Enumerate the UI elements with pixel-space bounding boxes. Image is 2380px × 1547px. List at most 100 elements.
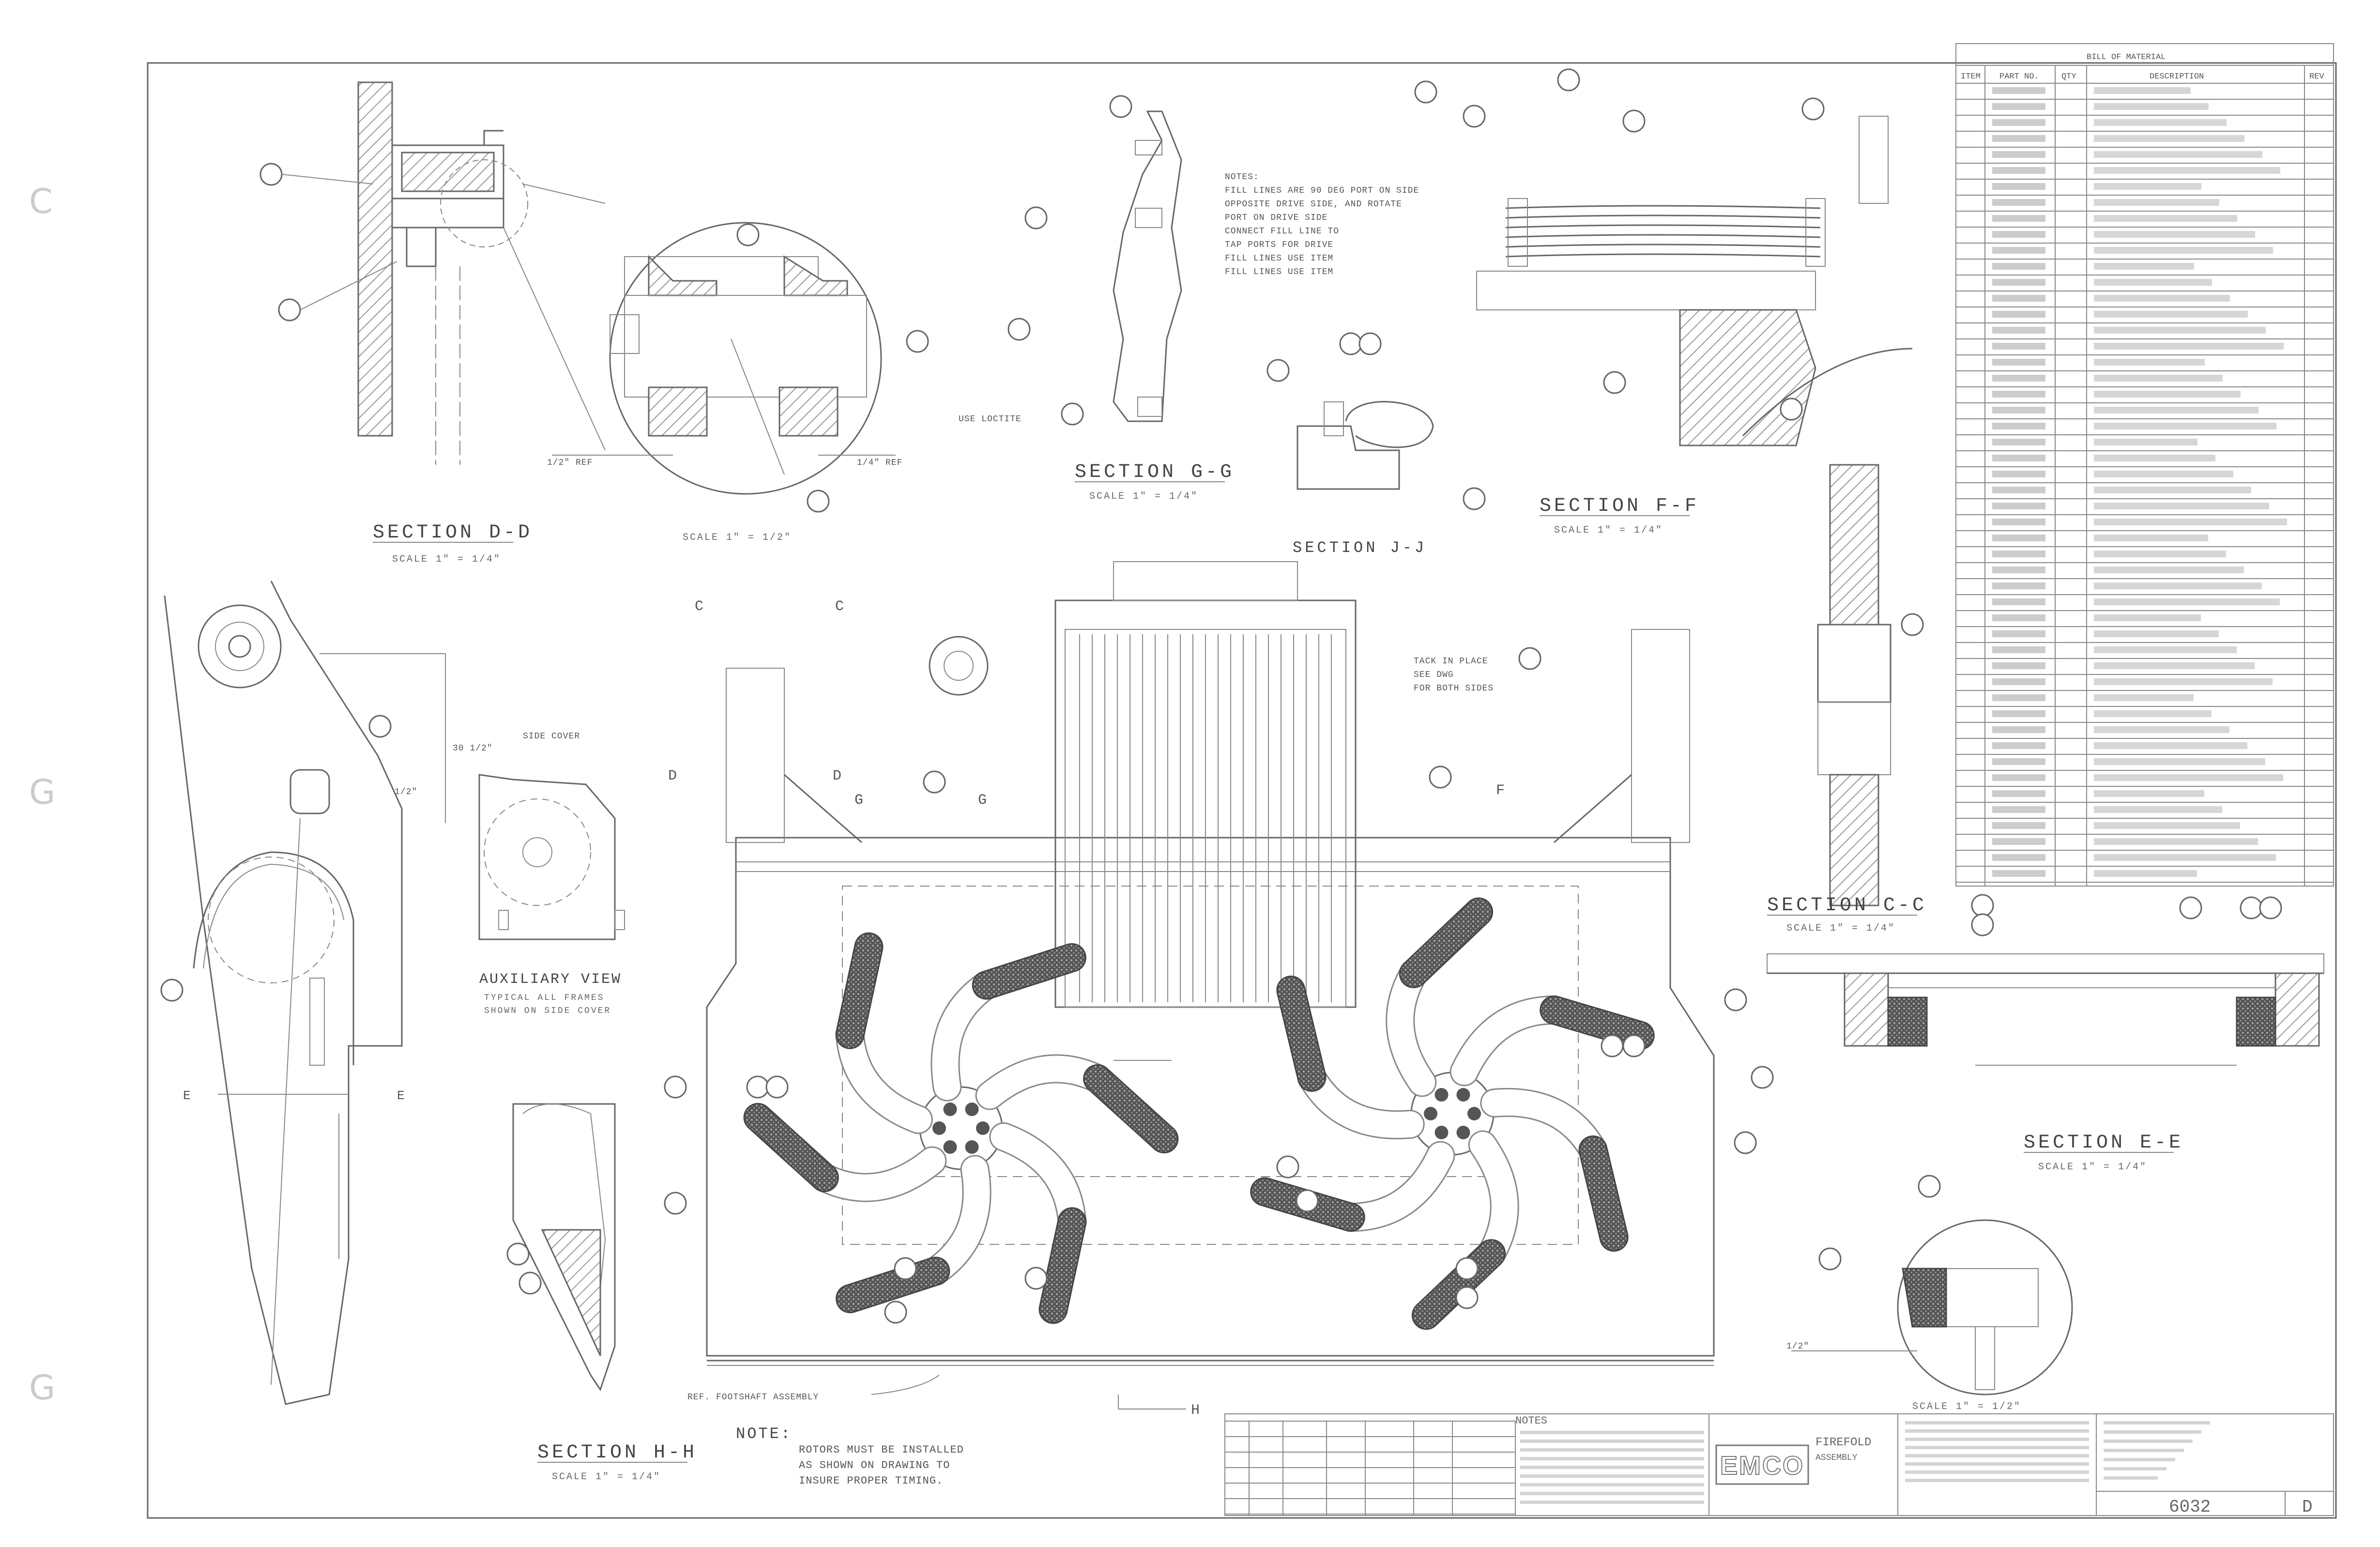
bom-col-desc: DESCRIPTION bbox=[2150, 72, 2204, 81]
section-g-g-scale: SCALE 1" = 1/4" bbox=[1089, 491, 1198, 502]
drawing-title-2: ASSEMBLY bbox=[1816, 1453, 1858, 1463]
drawing-number: 6032 bbox=[2169, 1497, 2211, 1517]
callout-bubble bbox=[1918, 1175, 1941, 1198]
section-letter-e: E bbox=[183, 1088, 191, 1103]
hopper-plates bbox=[1079, 634, 1332, 1002]
ref-footshaft: REF. FOOTSHAFT ASSEMBLY bbox=[687, 1393, 819, 1402]
section-letter-h: H bbox=[1191, 1402, 1200, 1419]
section-letter-c: C bbox=[695, 598, 703, 615]
company-logo bbox=[1715, 1444, 1809, 1485]
auxiliary-view: SIDE COVER AUXILIARY VIEW TYPICAL ALL FR… bbox=[478, 732, 625, 1016]
section-h-h-view: SECTION H-H SCALE 1" = 1/4" bbox=[506, 1103, 694, 1483]
callout-bubble bbox=[1463, 487, 1486, 510]
section-f-f-view: SECTION F-F SCALE 1" = 1/4" bbox=[1414, 68, 1913, 536]
bom-title: BILL OF MATERIAL bbox=[2087, 53, 2166, 62]
main-assembly-view: C C D D G G F H TACK IN PLACE SEE DWG FO… bbox=[664, 561, 1774, 1487]
callout-bubble bbox=[1339, 332, 1362, 355]
callout-bubble bbox=[1358, 332, 1382, 355]
bom-col-qty: QTY bbox=[2061, 72, 2076, 81]
callout-bubble bbox=[2259, 896, 2282, 919]
callout-bubble bbox=[2240, 896, 2263, 919]
callout-bubble bbox=[519, 1271, 542, 1295]
section-e-e-scale: SCALE 1" = 1/4" bbox=[2038, 1162, 2147, 1173]
title-block-fields bbox=[1905, 1421, 2210, 1482]
auxiliary-view-title: AUXILIARY VIEW bbox=[479, 971, 622, 988]
tack-note-line: FOR BOTH SIDES bbox=[1414, 684, 1494, 693]
section-letter-c: C bbox=[835, 598, 844, 615]
section-letter-g: G bbox=[854, 792, 863, 809]
section-f-f-scale: SCALE 1" = 1/4" bbox=[1554, 525, 1663, 536]
detail-view-bottom: 1/2" SCALE 1" = 1/2" bbox=[1786, 1175, 2073, 1412]
tack-note-line: TACK IN PLACE bbox=[1414, 657, 1488, 666]
bill-of-material-table: BILL OF MATERIAL ITEM PART NO. QTY DESCR… bbox=[1955, 43, 2334, 887]
side-elevation-view: 30 1/2" 1/2" E E bbox=[160, 581, 493, 1405]
bom-rows bbox=[1956, 87, 2334, 883]
aux-sub2: SHOWN ON SIDE COVER bbox=[484, 1006, 611, 1016]
callout-bubble bbox=[1024, 206, 1048, 230]
callout-bubble bbox=[506, 1242, 530, 1266]
callout-bubble bbox=[736, 223, 760, 246]
section-e-e-view: SECTION E-E SCALE 1" = 1/4" bbox=[1767, 894, 2324, 1173]
note-line: TAP PORTS FOR DRIVE bbox=[1225, 240, 1333, 250]
section-letter-d: D bbox=[833, 768, 841, 784]
callout-bubble bbox=[2179, 896, 2202, 919]
revision-letter: D bbox=[2302, 1497, 2313, 1517]
note-line: NOTES: bbox=[1225, 172, 1259, 182]
section-letter-e: E bbox=[397, 1088, 405, 1103]
bom-col-part: PART NO. bbox=[1999, 72, 2039, 81]
rotor-note-line: INSURE PROPER TIMING. bbox=[799, 1475, 943, 1487]
binder-hole-mark: C bbox=[29, 182, 53, 221]
detail-view-circle: 1/2" REF 1/4" REF SCALE 1" = 1/2" bbox=[547, 222, 929, 543]
callout-bubble bbox=[160, 979, 183, 1002]
notes-heading: NOTES bbox=[1515, 1415, 1547, 1427]
callout-bubble bbox=[1266, 359, 1290, 382]
callout-bubble bbox=[906, 330, 929, 353]
section-d-d-scale: SCALE 1" = 1/4" bbox=[392, 554, 501, 565]
callout-bubble bbox=[1603, 371, 1626, 394]
detail-scale: SCALE 1" = 1/2" bbox=[683, 532, 792, 543]
note-line: FILL LINES USE ITEM bbox=[1225, 254, 1333, 263]
section-c-c-view: SECTION C-C SCALE 1" = 1/4" bbox=[1767, 464, 1927, 934]
callout-bubble bbox=[1414, 80, 1437, 104]
callout-bubble bbox=[368, 715, 392, 738]
callout-bubble bbox=[1818, 1247, 1842, 1271]
callout-bubble bbox=[1971, 894, 1994, 917]
section-e-e-title: SECTION E-E bbox=[2024, 1132, 2183, 1154]
section-j-j-view: SECTION J-J bbox=[1266, 332, 1486, 557]
callout-bubble bbox=[1463, 105, 1486, 128]
binder-hole-mark: G bbox=[29, 772, 55, 812]
section-c-c-title: SECTION C-C bbox=[1767, 895, 1927, 917]
callout-bubble bbox=[1061, 402, 1084, 426]
binder-hole-mark: G bbox=[29, 1368, 55, 1408]
section-h-h-scale: SCALE 1" = 1/4" bbox=[552, 1471, 661, 1483]
aux-sub1: TYPICAL ALL FRAMES bbox=[484, 993, 604, 1003]
dim-1-2-bottom: 1/2" bbox=[1786, 1342, 1809, 1351]
title-notes-lines bbox=[1520, 1431, 1704, 1504]
bom-col-item: ITEM bbox=[1961, 72, 1981, 81]
callout-bubble bbox=[278, 298, 301, 322]
section-letter-d: D bbox=[668, 768, 677, 784]
bom-col-rev: REV bbox=[2309, 72, 2324, 81]
callout-bubble bbox=[1801, 97, 1825, 121]
note-line: FILL LINES ARE 90 DEG PORT ON SIDE bbox=[1225, 186, 1419, 196]
callout-bubble bbox=[1557, 68, 1580, 92]
section-letter-g: G bbox=[978, 792, 987, 809]
fill-line-notes: NOTES: FILL LINES ARE 90 DEG PORT ON SID… bbox=[1225, 172, 1419, 277]
title-block: NOTES EMCO FIREFOLD ASSEMBLY 6032 D bbox=[1224, 1413, 2334, 1517]
callout-bubble bbox=[1971, 913, 1994, 936]
dim-30-1-2: 30 1/2" bbox=[453, 744, 493, 753]
note-line: CONNECT FILL LINE TO bbox=[1225, 227, 1339, 236]
callout-bubble bbox=[1780, 398, 1803, 421]
section-j-j-title: SECTION J-J bbox=[1293, 539, 1427, 557]
callout-bubble bbox=[1622, 109, 1646, 133]
section-letter-f: F bbox=[1496, 782, 1505, 799]
dim-1-2: 1/2" bbox=[395, 787, 417, 797]
gauge-circle bbox=[929, 636, 989, 696]
note-title: NOTE: bbox=[736, 1425, 792, 1443]
callout-bubble bbox=[1901, 613, 1924, 636]
tack-note-line: SEE DWG bbox=[1414, 670, 1454, 680]
callout-bubble bbox=[807, 490, 830, 513]
section-d-d-title: SECTION D-D bbox=[373, 522, 533, 544]
note-line: FILL LINES USE ITEM bbox=[1225, 267, 1333, 277]
